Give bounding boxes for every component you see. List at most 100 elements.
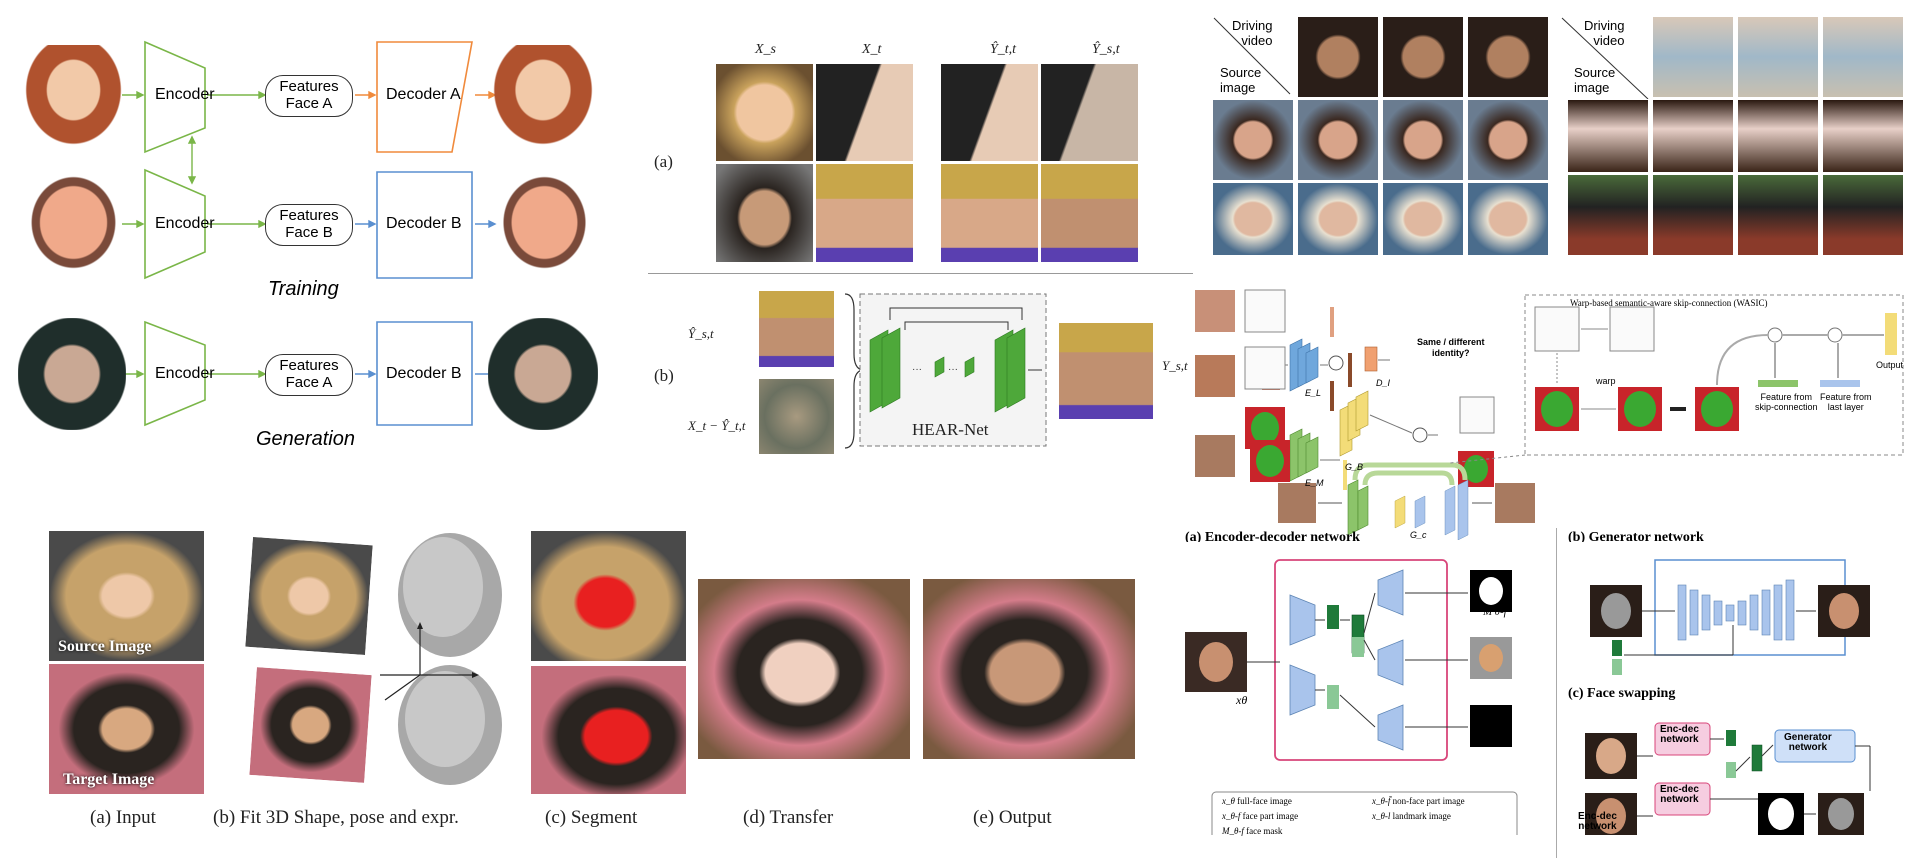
y-st-label: Y_s,t bbox=[1162, 358, 1188, 373]
col-xt: X_t bbox=[862, 42, 882, 57]
x-theta-label: xθ bbox=[1236, 693, 1248, 707]
ytt-photo-2 bbox=[940, 163, 1039, 263]
enc-dec-label-3: Enc-dec network bbox=[1660, 784, 1699, 805]
legend-sym-1: x_θ-f̄ bbox=[1372, 796, 1391, 806]
col-xs: X_s bbox=[755, 42, 776, 57]
hearnet-input-2 bbox=[758, 378, 835, 455]
transfer-photo bbox=[697, 578, 911, 760]
feature-last-label: Feature from last layer bbox=[1820, 392, 1872, 412]
svg-text:···: ··· bbox=[912, 364, 922, 375]
target-image-photo bbox=[48, 663, 205, 795]
el-label: E_L bbox=[1305, 388, 1322, 398]
face-a-input bbox=[25, 45, 122, 145]
divider bbox=[648, 273, 1193, 274]
ytt-photo-1 bbox=[940, 63, 1039, 162]
decoder-a-label: Decoder A bbox=[386, 86, 461, 103]
driving-video-label-2: Driving video bbox=[1584, 18, 1625, 48]
gen-1-1 bbox=[1297, 99, 1379, 181]
caption-fit: (b) Fit 3D Shape, pose and expr. bbox=[213, 807, 459, 828]
legend-box: x_θ full-face image x_θ-f̄ non-face part… bbox=[1212, 792, 1517, 842]
xs-photo-1 bbox=[715, 63, 814, 162]
legend-desc-1: non-face part image bbox=[1392, 796, 1465, 806]
training-label: Training bbox=[268, 278, 339, 300]
enc-dec-label-2: Enc-dec network bbox=[1660, 724, 1699, 745]
segment-photo-1 bbox=[530, 530, 687, 662]
row1 bbox=[144, 40, 473, 154]
svg-text:···: ··· bbox=[948, 364, 958, 375]
title-face-swapping: (c) Face swapping bbox=[1568, 686, 1676, 701]
encoder-label-2: Encoder bbox=[155, 215, 215, 232]
features-face-a-1: Features Face A bbox=[265, 75, 353, 117]
target-image-caption: Target Image bbox=[63, 771, 155, 788]
panel1-arrows bbox=[122, 40, 497, 427]
gb-label: G_B bbox=[1345, 462, 1364, 472]
drive-body-3 bbox=[1822, 16, 1904, 98]
em-label: E_M bbox=[1305, 478, 1324, 488]
panel6-divider bbox=[1556, 528, 1557, 858]
gen-body-1-3 bbox=[1822, 99, 1904, 173]
title-encoder-decoder: (a) Encoder-decoder network bbox=[1185, 530, 1360, 542]
generator-label: Generator network bbox=[1784, 732, 1832, 753]
legend-sym-4: M_θ-f bbox=[1222, 826, 1244, 836]
driving-grid-lines bbox=[1213, 17, 1649, 100]
caption-output: (e) Output bbox=[973, 807, 1052, 828]
encoder-label-3: Encoder bbox=[155, 365, 215, 382]
gc-label: G_c bbox=[1410, 530, 1427, 540]
col-yst: Ŷ_s,t bbox=[1092, 42, 1120, 57]
xs-photo-2 bbox=[715, 163, 814, 263]
legend-desc-2: face part image bbox=[1242, 811, 1299, 821]
wasic-title: Warp-based semantic-aware skip-connectio… bbox=[1570, 298, 1768, 308]
di-label: D_I bbox=[1376, 378, 1391, 388]
hearnet-label: HEAR-Net bbox=[912, 420, 989, 439]
legend-desc-4: face mask bbox=[1246, 826, 1283, 836]
segment-photo-2 bbox=[530, 665, 687, 795]
hearnet-input-1 bbox=[758, 290, 835, 368]
legend-sym-2: x_θ-f bbox=[1222, 811, 1241, 821]
output-label: Output bbox=[1876, 360, 1904, 370]
gen-1-3 bbox=[1467, 99, 1549, 181]
xt-photo-1 bbox=[815, 63, 914, 162]
source-image-photo bbox=[48, 530, 205, 662]
caption-transfer: (d) Transfer bbox=[743, 807, 834, 828]
gen-body-1-1 bbox=[1652, 99, 1734, 173]
decoder-b-label-2: Decoder B bbox=[386, 365, 462, 382]
driving-video-label-1: Driving video bbox=[1232, 18, 1273, 48]
panel6-diagram bbox=[1185, 559, 1871, 835]
source-image-label-1: Source image bbox=[1220, 65, 1262, 95]
source-image-label-2: Source image bbox=[1574, 65, 1616, 95]
legend-sym-3: x_θ-l bbox=[1372, 811, 1391, 821]
3d-shape-diagram bbox=[380, 533, 502, 785]
face-a-output bbox=[493, 45, 593, 145]
src-body-1 bbox=[1567, 99, 1649, 173]
face-a-gen-input bbox=[18, 318, 126, 430]
face-b-input bbox=[25, 170, 122, 275]
gen-1-2 bbox=[1382, 99, 1464, 181]
face-swap-output bbox=[488, 318, 598, 430]
gen-body-2-2 bbox=[1737, 174, 1819, 256]
col-ytt: Ŷ_t,t bbox=[990, 42, 1017, 57]
warp-label: warp bbox=[1596, 376, 1616, 386]
same-different-label: Same / different identity? bbox=[1417, 337, 1485, 358]
gen-body-2-1 bbox=[1652, 174, 1734, 256]
features-face-a-2: Features Face A bbox=[265, 354, 353, 396]
gen-body-1-2 bbox=[1737, 99, 1819, 173]
face-b-output bbox=[497, 170, 592, 275]
enc-dec-label-1: Enc-dec network bbox=[1578, 811, 1617, 832]
decoder-b-label-1: Decoder B bbox=[386, 215, 462, 232]
legend-sym-0: x_θ bbox=[1222, 796, 1235, 806]
feature-skip-label: Feature from skip-connection bbox=[1755, 392, 1818, 412]
title-generator: (b) Generator network bbox=[1568, 530, 1704, 542]
fit-photo-1 bbox=[244, 535, 374, 657]
xt-minus-label: X_t − Ŷ_t,t bbox=[688, 418, 746, 433]
id-photo-1 bbox=[1195, 290, 1235, 332]
label-b: (b) bbox=[654, 366, 674, 385]
caption-input: (a) Input bbox=[90, 807, 156, 828]
legend-desc-3: landmark image bbox=[1392, 811, 1451, 821]
yst-photo-2 bbox=[1040, 163, 1139, 263]
drive-2 bbox=[1382, 16, 1464, 98]
fit-photo-2 bbox=[248, 666, 373, 784]
label-a: (a) bbox=[654, 152, 673, 171]
source-image-caption: Source Image bbox=[58, 638, 152, 655]
row2 bbox=[144, 168, 473, 280]
gen-body-2-3 bbox=[1822, 174, 1904, 256]
